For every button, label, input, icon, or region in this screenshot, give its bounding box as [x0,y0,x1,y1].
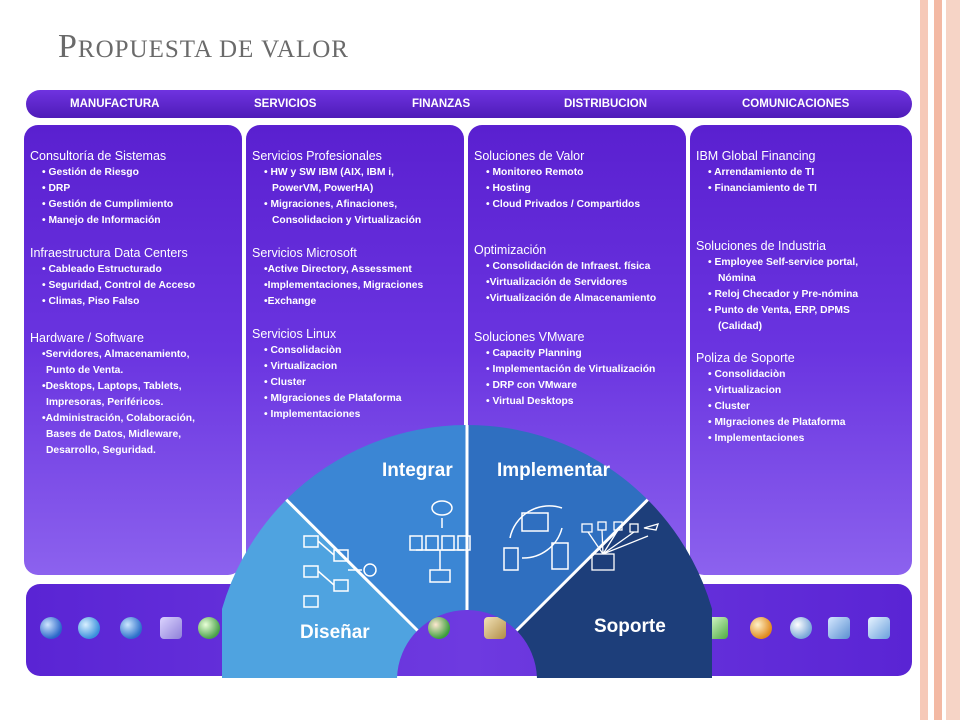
list-item: • Monitoreo Remoto [486,167,584,178]
segment-implementar [467,424,648,631]
industry-bar: MANUFACTURA SERVICIOS FINANZAS DISTRIBUC… [26,90,912,118]
section-title: Soluciones de Valor [474,149,585,163]
list-item: • Punto de Venta, ERP, DPMS [708,305,850,316]
list-item: • Implementaciones [264,409,361,420]
list-item: • Virtualizacion [264,361,338,372]
list-item: •Active Directory, Assessment [264,264,412,275]
label-soporte: Soporte [594,616,666,637]
section-title: Infraestructura Data Centers [30,246,188,260]
gear-icon [78,617,100,639]
list-item: • DRP [42,183,71,194]
sphere-icon [790,617,812,639]
list-item: • Virtual Desktops [486,396,574,407]
list-item: •Servidores, Almacenamiento, [42,349,190,360]
list-item: • Manejo de Información [42,215,161,226]
list-item: • Hosting [486,183,531,194]
list-item: • Financiamiento de TI [708,183,817,194]
panel-financiamiento: IBM Global Financing • Arrendamiento de … [690,125,912,575]
title-initial: P [58,28,78,65]
list-item: •Virtualización de Almacenamiento [486,293,657,304]
tools-icon [484,617,506,639]
list-item: •Exchange [264,296,317,307]
cube-icon [160,617,182,639]
industry-finanzas: FINANZAS [412,98,471,110]
list-item: • Cluster [264,377,306,388]
section-title: Soluciones VMware [474,330,585,344]
label-implementar: Implementar [497,460,611,481]
decorative-side-border [920,0,960,720]
list-item: Impresoras, Periféricos. [46,397,164,408]
section-title: Hardware / Software [30,331,144,345]
section-title: Servicios Linux [252,327,337,341]
list-item: • Gestión de Cumplimiento [42,199,174,210]
slide-title: Propuesta de valor [58,28,349,66]
section-title: IBM Global Financing [696,149,816,163]
lifecycle-arc: Integrar Implementar Diseñar Soporte [222,424,712,678]
list-item: •Implementaciones, Migraciones [264,280,424,291]
list-item: Desarrollo, Seguridad. [46,445,156,456]
list-item: Bases de Datos, Midleware, [46,429,182,440]
value-proposition-diagram: MANUFACTURA SERVICIOS FINANZAS DISTRIBUC… [22,88,915,688]
segment-soporte [516,499,712,678]
list-item: • Cluster [708,401,750,412]
industry-comunicaciones: COMUNICACIONES [742,98,850,110]
list-item: • Capacity Planning [486,348,582,359]
section-title: Servicios Profesionales [252,149,382,163]
list-item: • Migraciones, Afinaciones, [264,199,398,210]
list-item: PowerVM, PowerHA) [272,183,374,194]
list-item: • Arrendamiento de TI [708,167,815,178]
section-title: Optimización [474,243,547,257]
list-item: • Virtualizacion [708,385,782,396]
industry-servicios: SERVICIOS [254,98,317,110]
list-item: • Consolidación de Infraest. física [486,261,651,272]
label-integrar: Integrar [382,460,453,481]
list-item: • Reloj Checador y Pre-nómina [708,289,859,300]
section-title: Poliza de Soporte [696,351,795,365]
list-item: • Climas, Piso Falso [42,296,140,307]
industry-distribucion: DISTRIBUCION [564,98,648,110]
document-icon [828,617,850,639]
globe-icon [40,617,62,639]
label-disenar: Diseñar [300,622,370,643]
chart-icon [198,617,220,639]
list-item: • Consolidaciòn [264,345,342,356]
list-item: Nómina [718,273,756,284]
section-title: Servicios Microsoft [252,246,357,260]
user-icon [120,617,142,639]
list-item: • Seguridad, Control de Acceso [42,280,196,291]
industry-manufactura: MANUFACTURA [70,98,160,110]
panel-consultoria: Consultoría de Sistemas • Gestión de Rie… [24,125,242,575]
segment-disenar [222,499,418,678]
section-title: Soluciones de Industria [696,239,826,253]
list-item: • Gestión de Riesgo [42,167,139,178]
network-diagram-icon [303,535,377,608]
list-item: Punto de Venta. [46,365,124,376]
title-rest: ropuesta de valor [77,36,349,63]
list-item: • Consolidaciòn [708,369,786,380]
deployment-icon [503,505,569,571]
support-hub-icon [581,521,660,571]
section-title: Consultoría de Sistemas [30,149,167,163]
recycle-icon [428,617,450,639]
list-item: • Cloud Privados / Compartidos [486,199,641,210]
list-item: • Implementaciones [708,433,805,444]
list-item: •Virtualización de Servidores [486,277,628,288]
segment-integrar [286,424,467,631]
list-item: • Employee Self-service portal, [708,257,859,268]
list-item: • DRP con VMware [486,380,577,391]
list-item: • Implementación de Virtualización [486,364,656,375]
cloud-server-icon [409,500,471,583]
notepad-icon [868,617,890,639]
list-item: •Desktops, Laptops, Tablets, [42,381,182,392]
list-item: • MIgraciones de Plataforma [264,393,402,404]
list-item: • Cableado Estructurado [42,264,162,275]
list-item: (Calidad) [718,321,763,332]
list-item: Consolidacion y Virtualización [272,215,422,226]
list-item: • MIgraciones de Plataforma [708,417,846,428]
list-item: • HW y SW IBM (AIX, IBM i, [264,167,395,178]
lightning-icon [750,617,772,639]
list-item: •Administración, Colaboración, [42,413,195,424]
